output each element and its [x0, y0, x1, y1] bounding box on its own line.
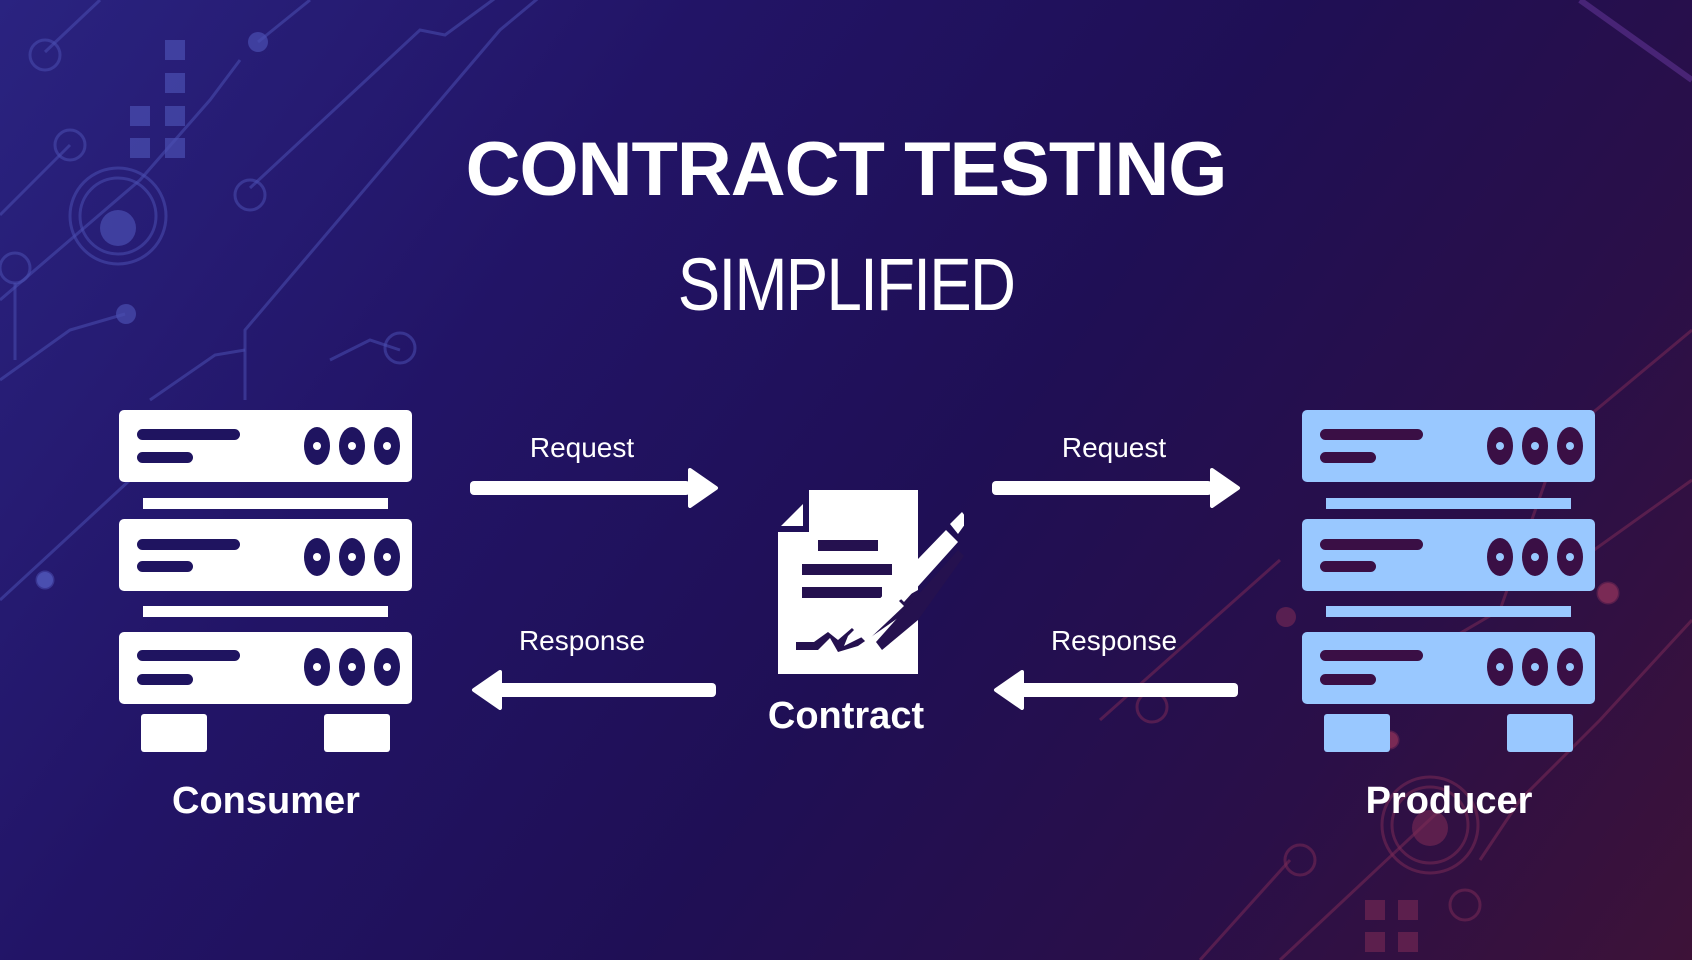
request-label-left: Request [529, 432, 635, 463]
response-label-right: Response [1050, 625, 1178, 656]
arrow-right-icon [470, 468, 718, 508]
contract-document-pen-icon [778, 490, 964, 674]
response-label-left: Response [518, 625, 646, 656]
arrow-left-icon [472, 670, 716, 710]
consumer-label: Consumer [172, 780, 360, 822]
page-title: CONTRACT TESTING [465, 127, 1228, 212]
request-label-right: Request [1061, 432, 1167, 463]
producer-server-icon [1302, 410, 1595, 752]
page-subtitle: SIMPLIFIED [677, 243, 1016, 326]
consumer-server-icon [119, 410, 412, 752]
arrow-right-icon [992, 468, 1240, 508]
arrow-left-icon [994, 670, 1238, 710]
contract-label: Contract [767, 695, 925, 737]
producer-label: Producer [1365, 780, 1533, 822]
